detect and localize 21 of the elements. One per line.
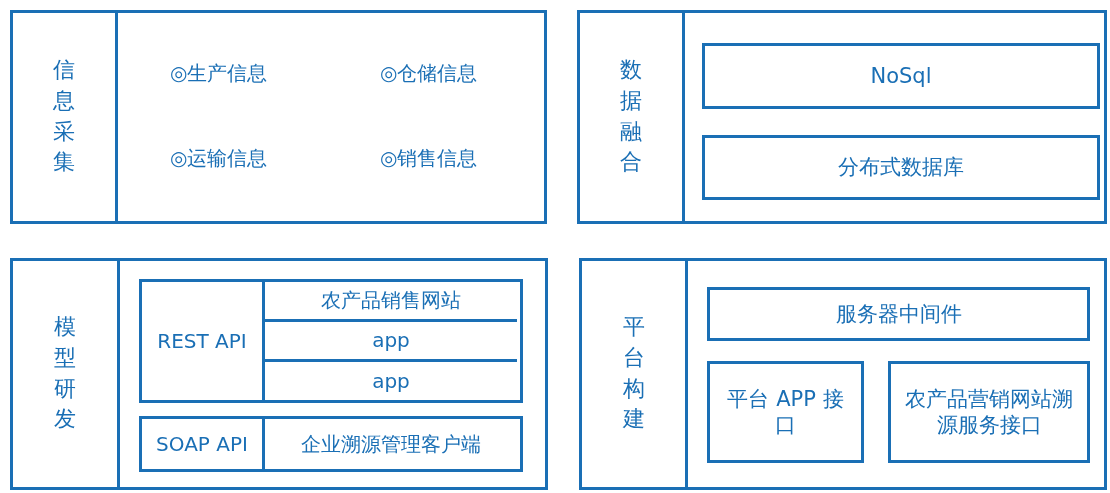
layer-title: 模型研发 [53, 313, 77, 434]
component-box: 分布式数据库 [702, 135, 1100, 200]
layer-title: 信息采集 [52, 56, 76, 177]
layer-panel [10, 258, 548, 490]
layer-panel [10, 10, 547, 224]
layer-panel [577, 10, 1107, 224]
component-box: NoSql [702, 43, 1100, 109]
api-label: SOAP API [156, 432, 248, 456]
info-item: ◎运输信息 [170, 145, 268, 172]
component-box: 平台 APP 接口 [707, 361, 864, 463]
info-item: ◎仓储信息 [380, 60, 478, 87]
component-box: 农产品营销网站溯源服务接口 [888, 361, 1090, 463]
api-label: REST API [157, 329, 247, 353]
info-item: ◎销售信息 [380, 145, 478, 172]
layer-panel [579, 258, 1107, 490]
layer-title: 数据融合 [619, 56, 643, 177]
component-box: 服务器中间件 [707, 287, 1090, 341]
api-group-box [139, 416, 523, 472]
info-item: ◎生产信息 [170, 60, 268, 87]
layer-title: 平台构建 [621, 313, 646, 434]
api-group-box [139, 279, 523, 403]
